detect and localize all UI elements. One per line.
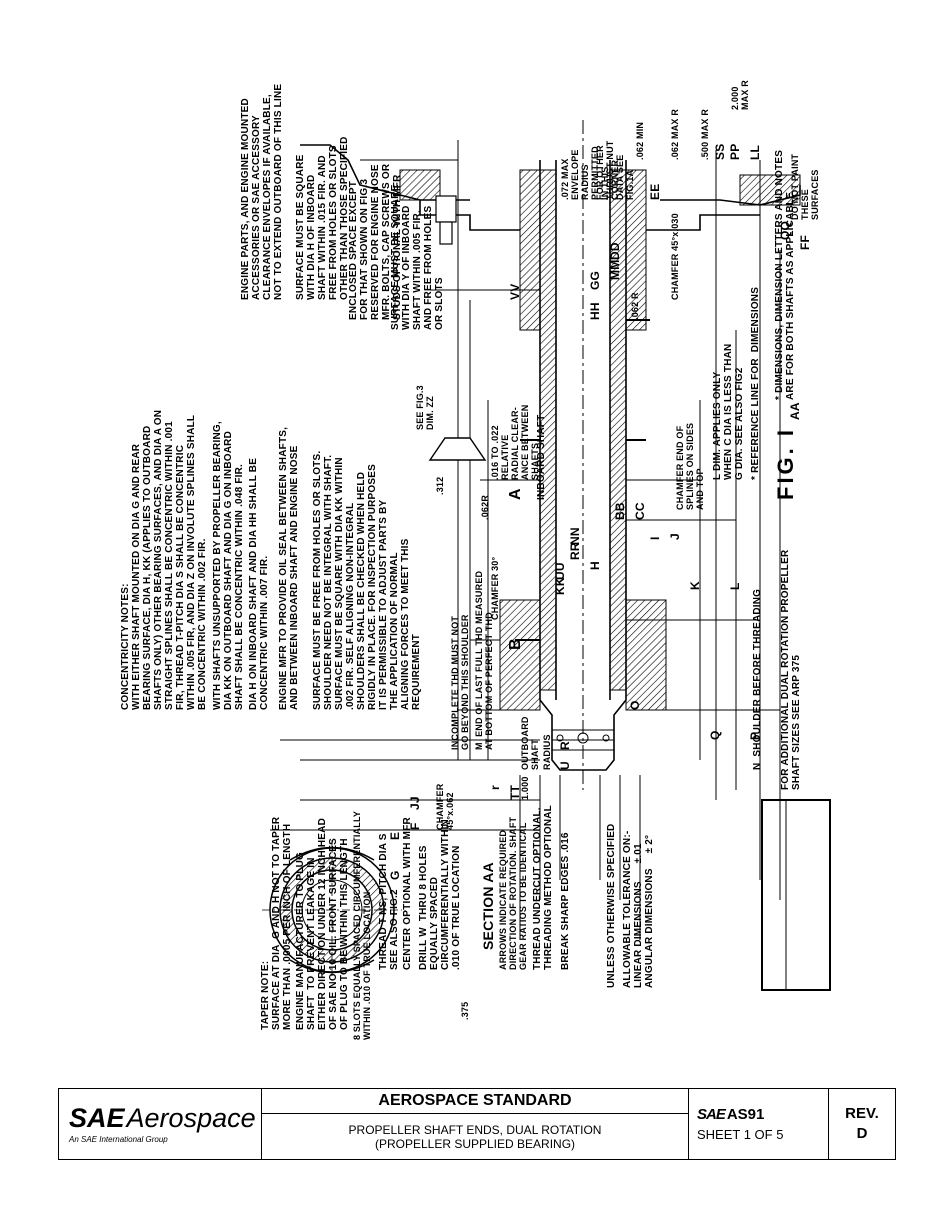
dim-letter-q: Q: [708, 730, 722, 740]
document-number-cell: SAE AS91 SHEET 1 OF 5: [689, 1089, 829, 1159]
dim-letter-jj: JJ: [408, 796, 422, 810]
dim-letter-u: U: [558, 761, 572, 770]
dim-letter-ee: EE: [648, 183, 662, 200]
dim-letter-gg: GG: [588, 270, 602, 290]
chamfer-end-note: CHAMFER 45°x.062: [435, 783, 455, 830]
figure-label: FIG. I: [773, 427, 798, 500]
radius-label: RADIUS: [542, 734, 552, 770]
dim-letter-r-small: r: [488, 785, 502, 790]
reference-line-note: * REFERENCE LINE FOR DIMENSIONS: [750, 286, 761, 480]
dim-2000: 2.000 MAX R: [730, 80, 750, 110]
dim-letter-bb: BB: [613, 502, 627, 520]
unsupported-note: WITH SHAFTS UNSUPPORTED BY PROPELLER BEA…: [212, 421, 245, 710]
square-h-note: SURFACE MUST BE SQUARE WITH DIA H OF INB…: [295, 136, 350, 300]
revision-value: D: [856, 1125, 868, 1142]
dim-062-max: .062 MAX R: [670, 108, 680, 160]
title-block: SAE Aerospace An SAE International Group…: [58, 1088, 896, 1160]
center-note: CENTER OPTIONAL WITH MFR: [402, 817, 413, 970]
dim-letter-rr: RR: [568, 542, 582, 560]
dim-letter-kk: KK: [553, 577, 567, 595]
dim-letter-l: L: [728, 582, 742, 590]
section-b-label: B: [507, 638, 524, 650]
fig3-ref: SEE FIG.3 DIM. ZZ: [415, 385, 435, 430]
thread-note: THREAD T NS, PITCH DIA S SEE ALSO FIG.2: [378, 833, 400, 970]
chamfer-splines-note: CHAMFER END OF SPLINES ON SIDES AND TOP: [675, 422, 705, 510]
dim-letter-cc: CC: [633, 502, 647, 520]
section-title: SECTION AA: [480, 862, 496, 950]
dim-letter-k: K: [688, 581, 702, 590]
taper-note: TAPER NOTE: SURFACE AT DIA G AND H NOT T…: [260, 816, 293, 1030]
dim-062-min: .062 MIN: [635, 121, 645, 160]
dim-letter-pp: PP: [728, 143, 742, 160]
document-number: AS91: [726, 1106, 765, 1123]
l-dim-note: L DIM. APPLIES ONLY WHEN C DIA IS LESS T…: [712, 343, 745, 480]
sheet-number: SHEET 1 OF 5: [697, 1127, 784, 1142]
tolerance-values: ALLOWABLE TOLERANCE ON:- LINEAR DIMENSIO…: [622, 830, 655, 988]
enclosed-note: ENCLOSED SPACE EXCEPT FOR THAT SHOWN ON …: [348, 163, 403, 320]
dim-letter-ff: FF: [798, 234, 812, 250]
dim-letter-r: R: [558, 741, 572, 750]
oil-seal-note: ENGINE MFR TO PROVIDE OIL SEAL BETWEEN S…: [278, 426, 300, 710]
section-note: ARROWS INDICATE REQUIRED DIRECTION OF RO…: [498, 816, 528, 970]
engineering-drawing: TAPER NOTE: SURFACE AT DIA G AND H NOT T…: [90, 60, 850, 1040]
dual-rotation-note: FOR ADDITIONAL DUAL ROTATION PROPELLER S…: [780, 549, 802, 790]
dim-letter-qq: QQ: [778, 220, 792, 240]
dim-letter-h: H: [588, 561, 602, 570]
revision-cell: REV. D: [829, 1089, 895, 1159]
shaft-drawing-linework: [262, 120, 831, 991]
dim-letter-i: I: [648, 536, 662, 540]
dim-062r: .062R: [480, 494, 490, 520]
document-title-line1: PROPELLER SHAFT ENDS, DUAL ROTATION: [348, 1122, 602, 1137]
dim-letter-j: J: [668, 533, 682, 540]
sae-aerospace-logo: SAE Aerospace An SAE International Group: [59, 1089, 262, 1159]
shoulder-note: N SHOULDER BEFORE THREADING: [752, 588, 763, 770]
logo-sae: SAE: [69, 1103, 125, 1133]
dim-312: .312: [435, 476, 445, 495]
dim-letter-o: O: [628, 700, 642, 710]
surface-note: SURFACE MUST BE FREE FROM HOLES OR SLOTS…: [312, 450, 422, 710]
logo-aerospace: Aerospace: [126, 1103, 256, 1133]
envelope-note: .072 MAX ENVELOPE RADIUS PERMITTED IN TH…: [560, 146, 620, 200]
dim-375: .375: [460, 1001, 470, 1020]
document-heading: AEROSPACE STANDARD: [262, 1089, 688, 1114]
slots-note: 8 SLOTS EQUALLY SPACED CIRCUMFERENTIALLY…: [352, 810, 372, 1040]
dim-letter-hh: HH: [588, 302, 602, 320]
undercut-note: THREAD UNDERCUT OPTIONAL. THREADING METH…: [532, 805, 554, 970]
dim-letter-p: P: [748, 731, 762, 740]
dim-letter-e: E: [388, 831, 402, 840]
chamfer-30-note: CHAMFER 30°: [490, 556, 500, 620]
dim-letter-ss: SS: [713, 143, 727, 160]
section-a-label: A: [507, 488, 524, 500]
clearance-note: .016 TO .022 RELATIVE RADIAL CLEAR- ANCE…: [490, 404, 540, 480]
tolerance-header: UNLESS OTHERWISE SPECIFIED: [606, 823, 617, 988]
dim-letter-tt: TT: [508, 784, 522, 800]
document-title-line2: (PROPELLER SUPPLIED BEARING): [374, 1136, 576, 1151]
incomplete-thread-note: INCOMPLETE THD MUST NOT GO BEYOND THIS S…: [450, 614, 470, 750]
drawing-annotations: TAPER NOTE: SURFACE AT DIA G AND H NOT T…: [90, 60, 850, 1040]
doc-sae-mark: SAE: [697, 1106, 726, 1123]
dim-062r2: .062 R: [630, 292, 640, 320]
dim-letter-mm: MM: [608, 259, 622, 280]
logo-tagline: An SAE International Group: [69, 1135, 168, 1144]
revision-label: REV.: [845, 1105, 879, 1122]
dia-h-note: DIA H ON INBOARD SHAFT AND DIA HH SHALL …: [248, 457, 270, 710]
engine-parts-note: ENGINE PARTS, AND ENGINE MOUNTED ACCESSO…: [240, 83, 284, 300]
dim-letter-f: F: [408, 822, 422, 830]
break-edges-note: BREAK SHARP EDGES .016: [560, 832, 571, 970]
concentricity-notes: CONCENTRICITY NOTES: WITH EITHER SHAFT M…: [120, 409, 208, 710]
dim-letter-ll: LL: [748, 144, 762, 160]
document-title: PROPELLER SHAFT ENDS, DUAL ROTATION (PRO…: [262, 1114, 688, 1159]
plug-note: ENGINE MANUFACTURER TO PLUG SHAFT TO PRE…: [295, 817, 350, 1030]
title-block-center: AEROSPACE STANDARD PROPELLER SHAFT ENDS,…: [262, 1089, 689, 1159]
dim-letter-g: G: [388, 870, 402, 880]
dim-500: .500 MAX R: [700, 108, 710, 160]
drill-note: DRILL W THRU 8 HOLES EQUALLY SPACED CIRC…: [418, 819, 462, 970]
dim-letter-aa: AA: [788, 402, 802, 420]
dim-letter-dd: DD: [608, 242, 622, 260]
no-paint-note: DO NOT PAINT THESE SURFACES: [790, 153, 820, 220]
outboard-shaft-label: OUTBOARD SHAFT: [520, 716, 540, 770]
chamfer-030-note: CHAMFER 45°x.030: [670, 213, 680, 300]
dim-letter-vv: VV: [508, 283, 522, 300]
